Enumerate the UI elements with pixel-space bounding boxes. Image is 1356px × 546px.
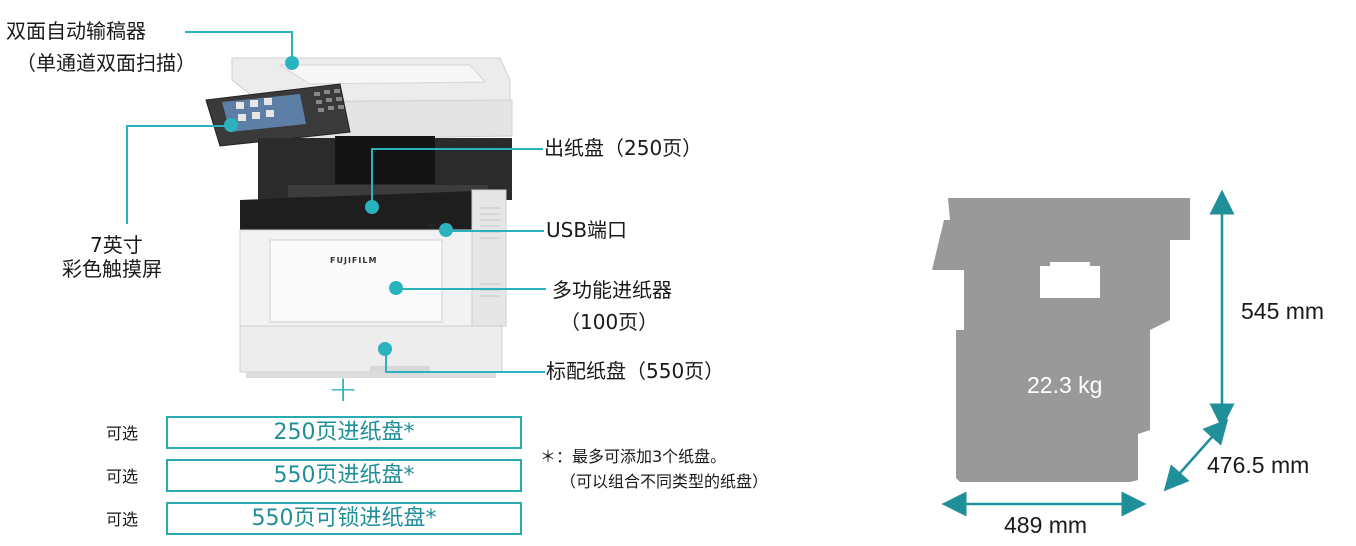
leader-touch-v: [126, 126, 128, 224]
dot-bypass: [389, 281, 403, 295]
height-dimension: 545 mm: [1241, 298, 1325, 324]
std-tray-label: 标配纸盘（550页）: [546, 359, 725, 383]
option-tag-1: 可选: [106, 424, 139, 443]
option-box-250-tray: 250页进纸盘*: [166, 416, 522, 449]
brand-logo: FUJIFILM: [330, 256, 378, 265]
bypass-label: 多功能进纸器: [552, 278, 672, 302]
option-tag-2: 可选: [106, 467, 139, 486]
weight-label: 22.3 kg: [1027, 372, 1103, 398]
dimension-diagram: [932, 189, 1235, 517]
note-line2: （可以组合不同类型的纸盘）: [560, 472, 769, 491]
leader-adf: [185, 31, 293, 33]
note-line1: ＊：最多可添加3个纸盘。: [540, 447, 727, 466]
bypass-capacity-label: （100页）: [560, 310, 659, 334]
depth-arrow: [1163, 418, 1229, 492]
leader-std-v: [385, 350, 387, 372]
leader-bypass: [396, 288, 546, 290]
printer-silhouette: [932, 198, 1190, 482]
width-dimension: 489 mm: [1004, 512, 1088, 538]
leader-std: [385, 371, 545, 373]
adf-sub-label: （单通道双面扫描）: [16, 51, 196, 75]
printer-drawing: [205, 57, 513, 378]
option-box-550-lockable-tray: 550页可锁进纸盘*: [166, 502, 522, 535]
printer-illustration: FUJIFILM: [200, 40, 520, 390]
option-tag-3: 可选: [106, 510, 139, 529]
dot-std: [378, 342, 392, 356]
depth-dimension: 476.5 mm: [1207, 452, 1310, 478]
dot-output: [365, 200, 379, 214]
usb-port-label: USB端口: [546, 218, 628, 242]
dot-usb: [439, 223, 453, 237]
output-tray-label: 出纸盘（250页）: [544, 136, 703, 160]
leader-usb: [446, 230, 544, 232]
touchscreen-size-label: 7英寸: [90, 233, 143, 257]
option-box-550-tray: 550页进纸盘*: [166, 459, 522, 492]
adf-label: 双面自动输稿器: [6, 19, 146, 43]
leader-touch: [126, 125, 232, 127]
plus-sign: +: [328, 369, 359, 410]
dot-adf: [285, 56, 299, 70]
leader-adf-v: [291, 31, 293, 61]
leader-output: [371, 148, 543, 150]
dot-touch: [224, 118, 238, 132]
touchscreen-label: 彩色触摸屏: [62, 257, 162, 281]
leader-output-v: [371, 148, 373, 204]
